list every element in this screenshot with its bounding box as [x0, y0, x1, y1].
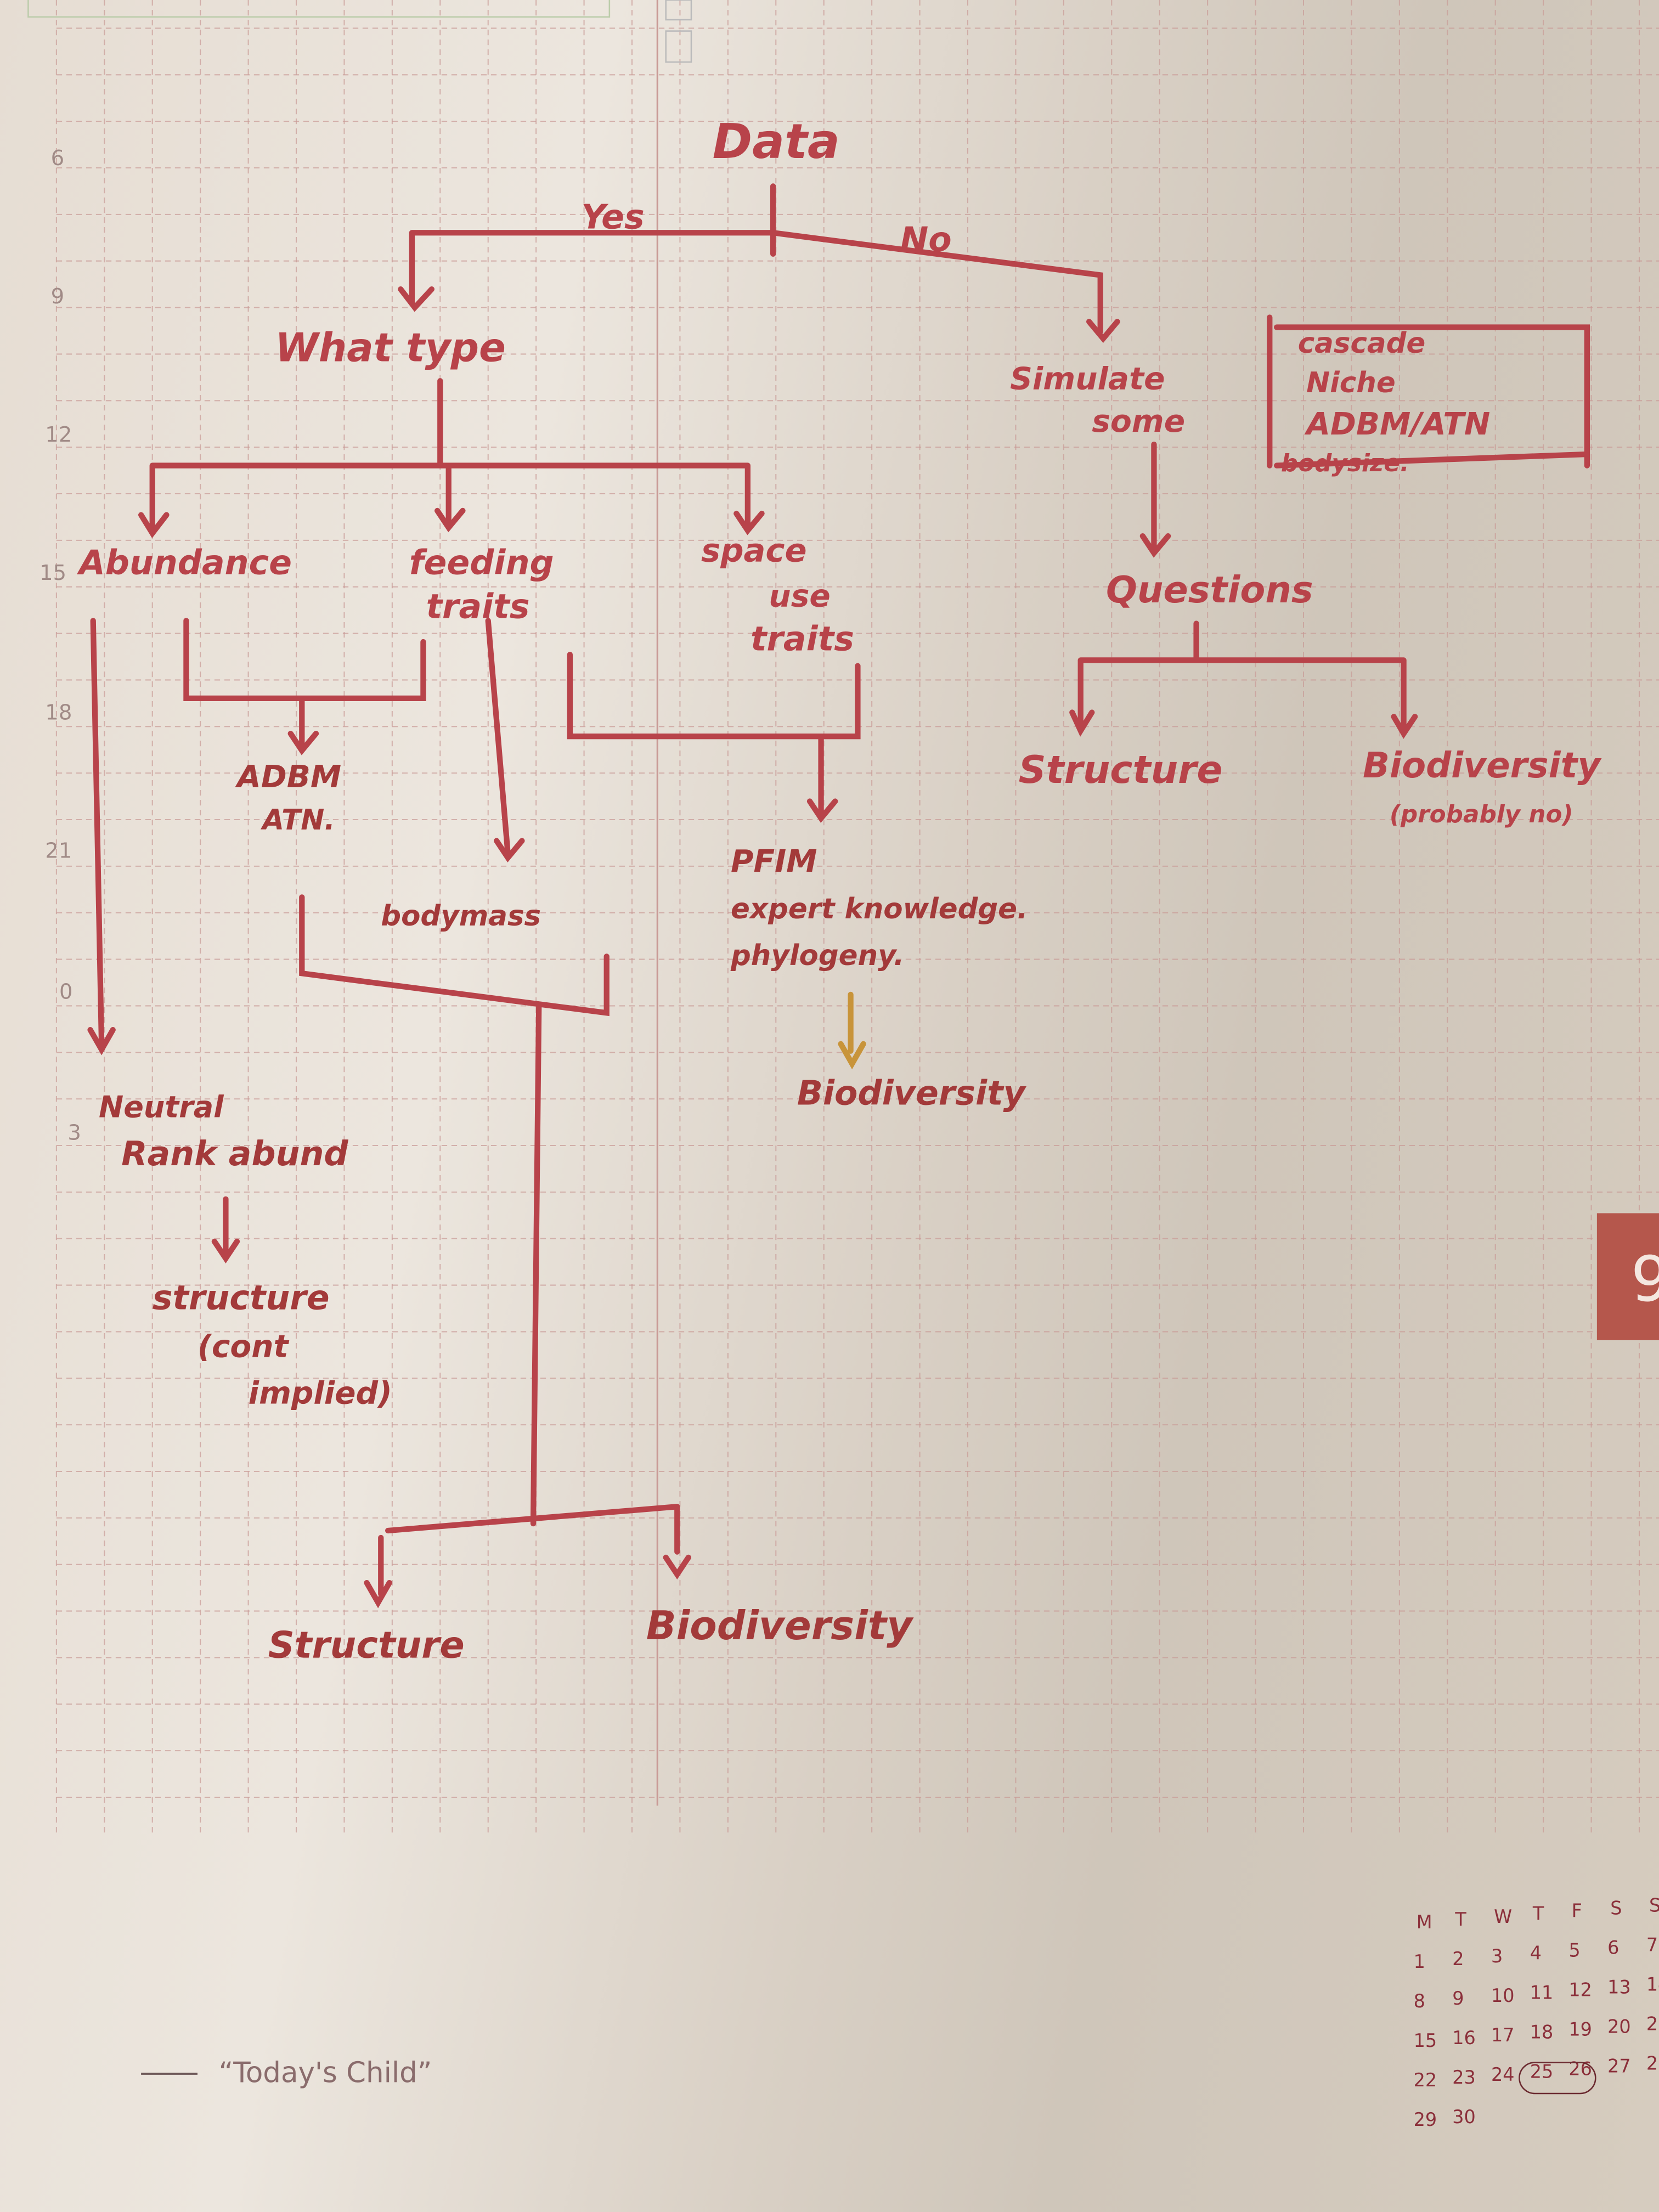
node-space-use: space	[701, 531, 807, 569]
connectors	[87, 183, 1590, 1609]
calendar-date[interactable]: 4	[1530, 1943, 1542, 1964]
grid-paper	[55, 0, 1659, 1834]
calendar-date[interactable]: 30	[1452, 2106, 1476, 2128]
node-biodiversity: Biodiversity	[1363, 745, 1602, 786]
node-biodiversity: Biodiversity	[797, 1073, 1027, 1113]
sim-model: cascade	[1298, 327, 1426, 360]
node-structure-note: (cont	[198, 1329, 290, 1365]
mini-calendar: MTWTFSS123456789101112131415161718192021…	[1414, 1894, 1659, 2130]
circled-dates	[1519, 2062, 1596, 2095]
calendar-date[interactable]: 21	[1646, 2013, 1659, 2034]
calendar-day-header: T	[1532, 1903, 1544, 1925]
label-no: No	[900, 220, 952, 259]
sim-model: Niche	[1306, 366, 1396, 399]
top-box	[27, 0, 611, 18]
calendar-date[interactable]: 15	[1414, 2030, 1437, 2051]
label-yes: Yes	[581, 198, 644, 237]
calendar-date[interactable]: 14	[1646, 1973, 1659, 1995]
node-final-structure: Structure	[268, 1623, 465, 1666]
node-structure-note: implied)	[249, 1375, 392, 1412]
sim-model: ADBM/ATN	[1304, 406, 1490, 442]
method-item: phylogeny.	[730, 939, 904, 972]
checkbox[interactable]	[665, 30, 692, 63]
node-structure: Structure	[1019, 748, 1223, 792]
calendar-date[interactable]: 18	[1530, 2022, 1554, 2043]
calendar-date[interactable]: 1	[1414, 1951, 1425, 1972]
calendar-date[interactable]: 8	[1414, 1990, 1425, 2012]
page-number: 9	[1631, 1243, 1659, 1316]
hour-label: 15	[40, 561, 66, 585]
calendar-date[interactable]: 25	[1530, 2061, 1554, 2083]
checkbox[interactable]	[665, 0, 692, 21]
sim-model: bodysize.	[1281, 449, 1409, 477]
calendar-date[interactable]: 3	[1491, 1945, 1503, 1967]
node-space-use: use	[769, 578, 830, 614]
calendar-day-header: F	[1572, 1900, 1582, 1922]
calendar-date[interactable]: 9	[1452, 1988, 1464, 2009]
calendar-date[interactable]: 23	[1452, 2067, 1476, 2088]
calendar-date[interactable]: 2	[1452, 1948, 1464, 1970]
calendar-date[interactable]: 28	[1646, 2052, 1659, 2074]
hour-label: 12	[45, 422, 72, 447]
node-simulate: Simulate	[1010, 361, 1165, 397]
calendar-date[interactable]: 29	[1414, 2109, 1437, 2130]
calendar-date[interactable]: 20	[1607, 2016, 1631, 2037]
calendar-day-header: T	[1454, 1909, 1466, 1930]
calendar-date[interactable]: 19	[1568, 2019, 1592, 2040]
hour-label: 3	[67, 1121, 81, 1146]
calendar-date[interactable]: 11	[1530, 1982, 1554, 2004]
node-bodymass: bodymass	[381, 900, 541, 933]
node-adbm: ATN.	[260, 804, 335, 837]
calendar-date[interactable]: 6	[1607, 1937, 1619, 1958]
calendar-date[interactable]: 12	[1568, 1979, 1592, 2001]
page-tab[interactable]	[1596, 1213, 1659, 1340]
calendar-date[interactable]: 26	[1568, 2058, 1592, 2080]
calendar-date[interactable]: 16	[1452, 2027, 1476, 2049]
footer-quote: “Today's Child”	[219, 2056, 432, 2089]
hour-label: 9	[51, 284, 65, 309]
node-what-type: What type	[275, 324, 505, 370]
calendar-day-header: S	[1610, 1897, 1622, 1918]
node-abundance: Abundance	[77, 543, 292, 583]
calendar-date[interactable]: 22	[1414, 2069, 1437, 2091]
method-item: expert knowledge.	[731, 893, 1028, 926]
hour-label: 21	[45, 838, 72, 863]
node-feeding-traits: traits	[426, 586, 530, 626]
diagram-nodes: Data Yes No What type Simulate some casc…	[77, 114, 1602, 1666]
hour-label: 18	[45, 700, 72, 725]
node-final-biodiversity: Biodiversity	[646, 1602, 914, 1649]
calendar-date[interactable]: 13	[1607, 1976, 1631, 1997]
node-simulate: some	[1092, 403, 1185, 439]
hour-label: 0	[59, 980, 73, 1005]
calendar-day-header: M	[1417, 1911, 1432, 1933]
method-item: PFIM	[731, 843, 817, 879]
node-data: Data	[713, 114, 840, 170]
calendar-date[interactable]: 27	[1607, 2055, 1631, 2076]
node-questions: Questions	[1106, 568, 1313, 611]
calendar-date[interactable]: 17	[1491, 2024, 1515, 2046]
node-biodiversity-note: (probably no)	[1390, 800, 1573, 828]
node-space-use: traits	[751, 619, 854, 658]
margin-hours: 6 9 12 15 18 21 0 3	[40, 146, 81, 1146]
calendar-date[interactable]: 7	[1646, 1934, 1658, 1955]
node-feeding-traits: feeding	[409, 543, 554, 583]
calendar-date[interactable]: 10	[1491, 1985, 1515, 2006]
node-structure: structure	[153, 1278, 330, 1317]
node-adbm: ADBM	[235, 759, 341, 795]
node-neutral: Neutral	[99, 1090, 224, 1125]
hour-label: 6	[51, 146, 65, 171]
calendar-day-header: W	[1494, 1906, 1512, 1927]
calendar-day-header: S	[1649, 1894, 1659, 1916]
calendar-date[interactable]: 5	[1568, 1940, 1580, 1961]
node-neutral: Rank abund	[121, 1134, 348, 1173]
calendar-date[interactable]: 24	[1491, 2064, 1515, 2085]
